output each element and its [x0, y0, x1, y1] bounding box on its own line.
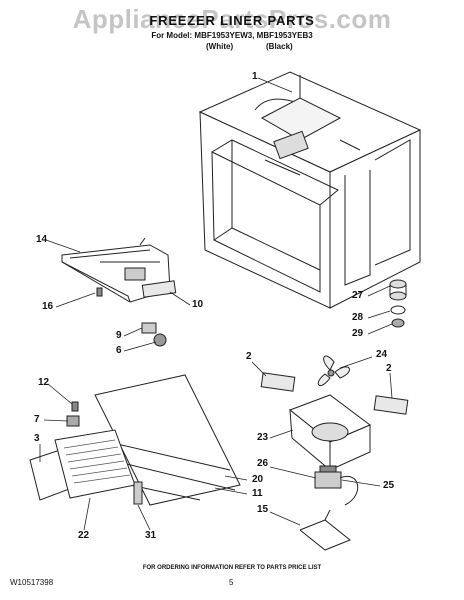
cap-oring-spacer-parts — [389, 279, 407, 328]
fan-housing-part — [289, 394, 371, 472]
fan-blade-part — [317, 355, 350, 387]
callout-12: 12 — [38, 377, 50, 388]
callout-14: 14 — [36, 234, 48, 245]
screw-and-clip-parts — [66, 401, 80, 427]
callout-16: 16 — [42, 301, 54, 312]
grille-and-cover-parts — [29, 429, 143, 505]
callout-2-left: 2 — [246, 351, 252, 362]
callout-3: 3 — [34, 433, 40, 444]
knob-and-grommet-parts — [141, 322, 167, 347]
motor-bracket-part — [299, 509, 351, 551]
callout-28: 28 — [352, 312, 364, 323]
insulation-pad-parts — [260, 372, 409, 415]
callout-1: 1 — [252, 71, 258, 82]
variant-black: (Black) — [266, 42, 293, 51]
callout-23: 23 — [257, 432, 269, 443]
ordering-note: FOR ORDERING INFORMATION REFER TO PARTS … — [142, 565, 322, 571]
callout-29: 29 — [352, 328, 364, 339]
callout-leader-lines — [39, 77, 393, 531]
model-line: For Model: MBF1953YEW3, MBF1953YEB3 — [151, 31, 313, 40]
callout-20: 20 — [252, 474, 264, 485]
callout-6: 6 — [116, 345, 122, 356]
callout-24: 24 — [376, 349, 388, 360]
document-number: W10517398 — [10, 578, 54, 587]
freezer-liner-part — [198, 71, 422, 309]
callout-9: 9 — [116, 330, 122, 341]
callout-27: 27 — [352, 290, 364, 301]
callout-7: 7 — [34, 414, 40, 425]
variant-white: (White) — [206, 42, 234, 51]
screw-and-pad-parts — [96, 280, 177, 298]
callout-26: 26 — [257, 458, 269, 469]
page-title: FREEZER LINER PARTS — [149, 13, 315, 28]
callout-22: 22 — [78, 530, 90, 541]
callout-31: 31 — [145, 530, 157, 541]
callout-11: 11 — [252, 488, 263, 499]
callout-2-right: 2 — [386, 363, 392, 374]
callout-15: 15 — [257, 504, 269, 515]
callout-25: 25 — [383, 480, 395, 491]
page-number: 5 — [229, 578, 234, 587]
callout-10: 10 — [192, 299, 204, 310]
motor-and-harness-parts — [314, 465, 359, 506]
